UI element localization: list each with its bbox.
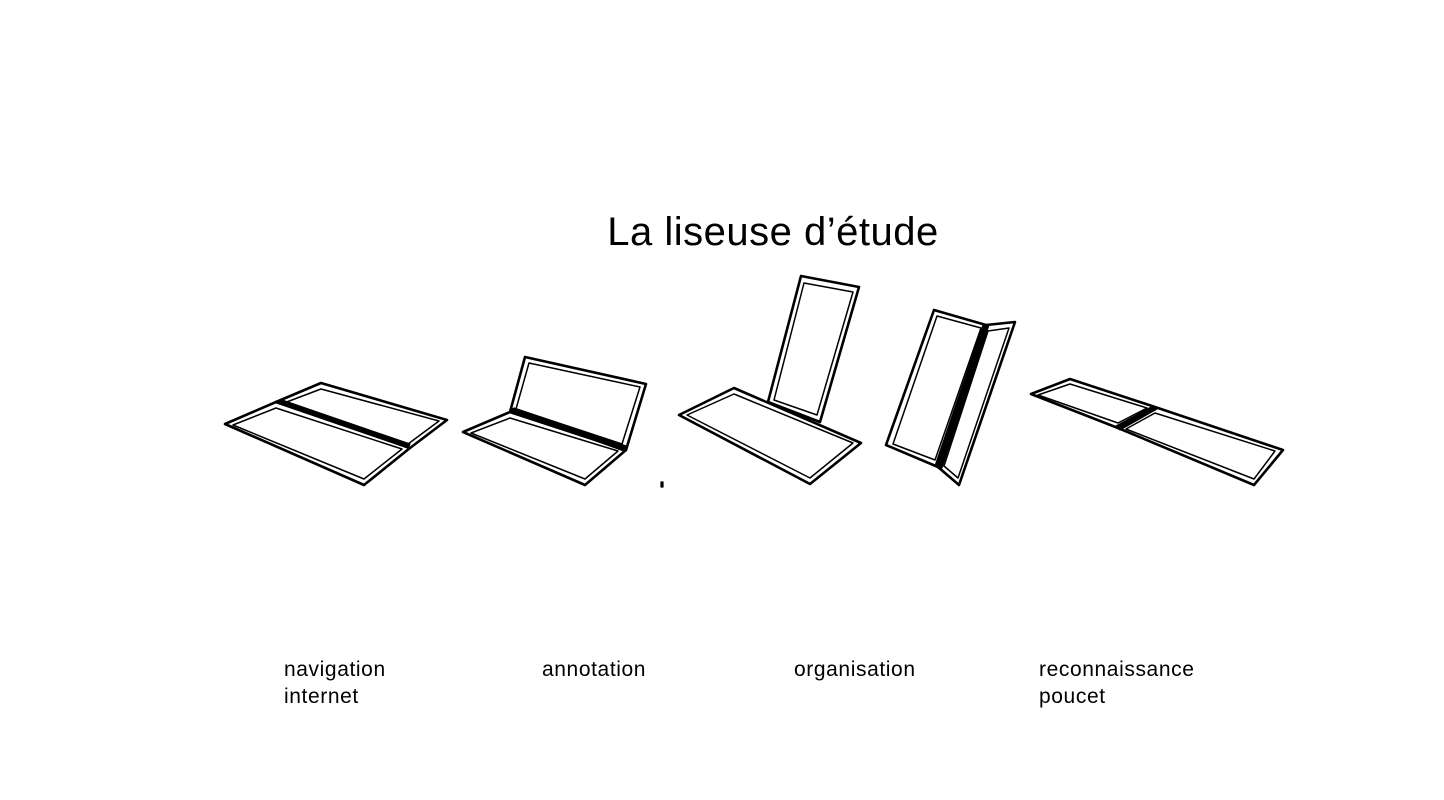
- hinge: [277, 399, 411, 449]
- hinge: [509, 407, 627, 452]
- reader-folded-standing: [884, 308, 1017, 487]
- caption-line: reconnaissance: [1039, 658, 1195, 681]
- caption-line: poucet: [1039, 685, 1106, 708]
- left-panel-inner: [892, 315, 982, 461]
- caption-line: organisation: [794, 658, 916, 681]
- standing-panel: [766, 274, 861, 424]
- front-panel: [223, 400, 412, 487]
- hinge: [1115, 405, 1158, 431]
- caption-line: internet: [284, 685, 359, 708]
- caption-line: annotation: [542, 658, 647, 681]
- large-panel-inner: [1125, 412, 1276, 480]
- screen-panel: [508, 355, 648, 452]
- left-panel: [884, 308, 988, 469]
- caption-organisation: organisation: [794, 656, 916, 683]
- front-panel-inner: [232, 407, 403, 480]
- hinge: [934, 324, 990, 469]
- small-panel-inner: [1037, 383, 1148, 424]
- reader-standing-panel: [677, 274, 863, 486]
- caption-navigation-internet: navigation internet: [284, 656, 386, 710]
- base-panel-inner: [686, 393, 854, 479]
- reader-laptop-open: [461, 355, 648, 487]
- caption-line: navigation: [284, 658, 386, 681]
- caption-annotation: annotation: [542, 656, 646, 683]
- base-panel: [677, 386, 863, 486]
- page-title: La liseuse d’étude: [607, 210, 939, 254]
- base-panel-inner: [470, 417, 619, 480]
- reader-end-to-end: [1029, 377, 1285, 487]
- standing-panel-inner: [773, 282, 854, 416]
- right-panel-inner: [943, 327, 1010, 479]
- stray-mark: [660, 481, 664, 488]
- caption-reconnaissance-poucet: reconnaissance poucet: [1039, 656, 1195, 710]
- reader-flat-side-by-side: [223, 381, 449, 487]
